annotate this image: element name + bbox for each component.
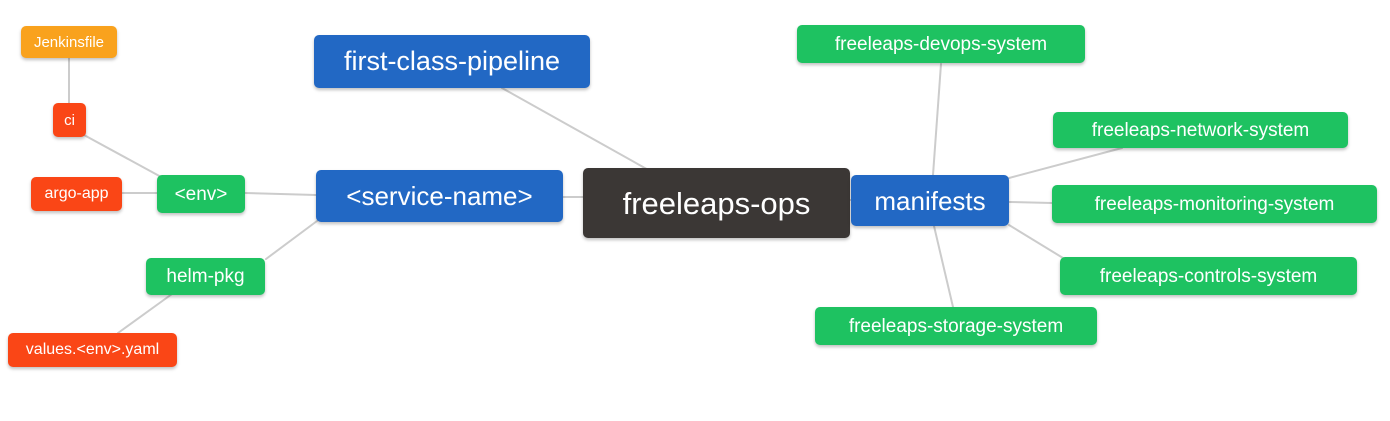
node-freeleaps-network-system[interactable]: freeleaps-network-system [1053, 112, 1348, 148]
node-freeleaps-monitoring-system[interactable]: freeleaps-monitoring-system [1052, 185, 1377, 223]
edge-service-name-to-env [244, 192, 317, 196]
edge-manifests-to-freeleaps-devops-system [932, 63, 942, 176]
node-values-env-yaml[interactable]: values.<env>.yaml [8, 333, 177, 367]
edge-manifests-to-freeleaps-monitoring-system [1008, 201, 1053, 204]
node-first-class-pipeline[interactable]: first-class-pipeline [314, 35, 590, 88]
node-freeleaps-controls-system[interactable]: freeleaps-controls-system [1060, 257, 1357, 295]
node-freeleaps-devops-system[interactable]: freeleaps-devops-system [797, 25, 1085, 63]
node-argo-app[interactable]: argo-app [31, 177, 122, 211]
node-freeleaps-ops[interactable]: freeleaps-ops [583, 168, 850, 238]
edge-manifests-to-freeleaps-storage-system [933, 225, 954, 308]
edge-freeleaps-ops-to-first-class-pipeline [501, 87, 653, 173]
node-freeleaps-storage-system[interactable]: freeleaps-storage-system [815, 307, 1097, 345]
edge-env-to-ci [83, 134, 164, 179]
node-helm-pkg[interactable]: helm-pkg [146, 258, 265, 295]
node-service-name[interactable]: <service-name> [316, 170, 563, 222]
node-ci[interactable]: ci [53, 103, 86, 137]
edge-manifests-to-freeleaps-controls-system [1008, 224, 1064, 259]
edge-manifests-to-freeleaps-network-system [1008, 147, 1123, 179]
node-env[interactable]: <env> [157, 175, 245, 213]
edge-helm-pkg-to-values-env-yaml [117, 293, 173, 334]
edge-service-name-to-helm-pkg [265, 220, 318, 260]
node-manifests[interactable]: manifests [851, 175, 1009, 226]
node-jenkinsfile[interactable]: Jenkinsfile [21, 26, 117, 58]
